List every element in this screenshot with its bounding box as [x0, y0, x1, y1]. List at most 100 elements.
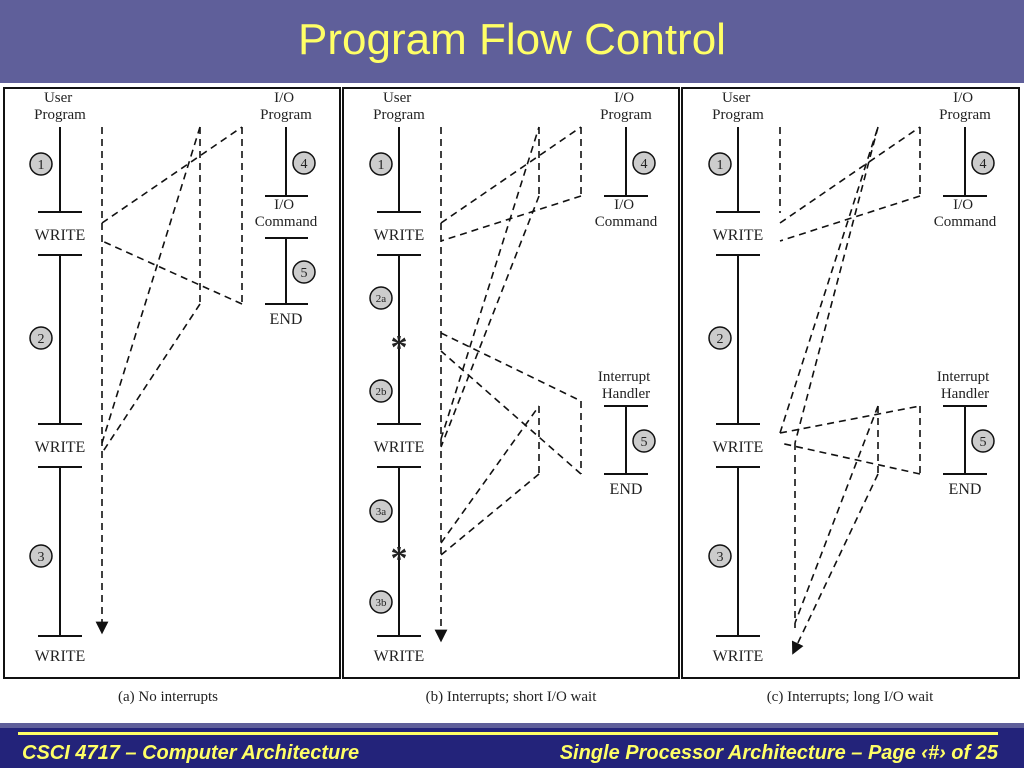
panel-b-handler-line1: Interrupt: [598, 369, 651, 385]
panel-b-io-label-line2: Program: [600, 107, 652, 123]
panel-a-step-3: 3: [38, 550, 45, 565]
panel-c-flow-8: [794, 126, 879, 444]
panel-c-io-program-label: I/O Program: [939, 90, 991, 123]
panel-b-flow-1: [440, 126, 582, 224]
panel-a-step-2: 2: [38, 332, 45, 347]
panel-c-flow-lines: [779, 126, 921, 655]
panel-a-frame: [3, 87, 341, 679]
panel-a-io-command-label: I/O Command: [255, 197, 318, 230]
panel-a: User Program WRITE WRITE WRITE 1 2 3 I/O…: [3, 87, 341, 705]
panel-c-step-3: 3: [717, 550, 724, 565]
panel-a-flow-lines: [95, 126, 243, 635]
panel-a-user-label-line1: User: [44, 90, 72, 106]
panel-b-io-command-label: I/O Command: [595, 197, 658, 230]
panel-b-cmd-line2: Command: [595, 214, 658, 230]
panel-b-flow-lines: [434, 126, 582, 643]
panel-b-flow-10: [440, 405, 540, 544]
panel-c-flow-11: [791, 473, 879, 655]
panel-c-step-4: 4: [980, 157, 987, 172]
panel-a-io-label-line2: Program: [260, 107, 312, 123]
panel-c-flow-10: [794, 405, 879, 624]
panel-b-flow-6: [440, 350, 582, 475]
panel-a-step-4: 4: [301, 157, 308, 172]
panel-b-io-label-line1: I/O: [614, 90, 634, 106]
panel-c-step-4-circle: [971, 151, 995, 175]
panel-c-flow-4: [779, 126, 879, 434]
panel-c-cmd-line2: Command: [934, 214, 997, 230]
panel-b-interrupt-star-2: *: [391, 540, 408, 577]
footer-bar: CSCI 4717 – Computer Architecture Single…: [0, 728, 1024, 768]
panel-c-write-3: WRITE: [713, 648, 764, 665]
panel-a-user-program-label: User Program: [34, 90, 86, 123]
panel-c-write-1: WRITE: [713, 227, 764, 244]
panel-a-flow-4: [101, 126, 201, 444]
panel-b-step-3b: 3b: [376, 597, 388, 609]
panel-a-io-label-line1: I/O: [274, 90, 294, 106]
panel-b-step-2a-circle: [369, 286, 393, 310]
panel-b-flow-9: [440, 195, 540, 448]
panel-b: User Program WRITE * WRITE * WRITE 1 2a …: [342, 87, 680, 705]
panel-c-io-label-line1: I/O: [953, 90, 973, 106]
panel-c-interrupt-handler-label: Interrupt Handler: [937, 369, 993, 402]
panel-c-flow-1: [779, 126, 921, 224]
panel-c-flow-7: [779, 442, 921, 475]
panel-b-step-2a: 2a: [376, 293, 387, 305]
panel-c-step-1: 1: [717, 158, 724, 173]
panel-c-user-program-label: User Program: [712, 90, 764, 123]
panel-b-step-4: 4: [641, 157, 648, 172]
panel-c-write-2: WRITE: [713, 439, 764, 456]
panel-b-step-1: 1: [378, 158, 385, 173]
panel-a-write-1: WRITE: [35, 227, 86, 244]
panel-a-step-4-circle: [292, 151, 316, 175]
panel-b-io-program-label: I/O Program: [600, 90, 652, 123]
panel-b-user-label-line1: User: [383, 90, 411, 106]
panel-b-interrupt-handler-label: Interrupt Handler: [598, 369, 654, 402]
panel-b-frame: [342, 87, 680, 679]
panel-a-cmd-line1: I/O: [274, 197, 294, 213]
panel-a-step-5: 5: [301, 266, 308, 281]
panel-b-step-2b-circle: [369, 379, 393, 403]
panel-a-step-2-circle: [29, 326, 53, 350]
panel-b-step-4-circle: [632, 151, 656, 175]
panel-a-end: END: [270, 311, 303, 328]
panel-c-frame: [681, 87, 1020, 679]
program-flow-figure: User Program WRITE WRITE WRITE 1 2 3 I/O…: [0, 83, 1024, 723]
panel-b-write-1: WRITE: [374, 227, 425, 244]
panel-a-step-1: 1: [38, 158, 45, 173]
panel-a-write-3: WRITE: [35, 648, 86, 665]
panel-a-user-label-line2: Program: [34, 107, 86, 123]
panel-b-write-2: WRITE: [374, 439, 425, 456]
panel-b-interrupt-star-1: *: [391, 329, 408, 366]
panel-a-flow-1: [101, 126, 243, 224]
panel-c-io-command-label: I/O Command: [934, 197, 997, 230]
panel-c-step-3-circle: [708, 544, 732, 568]
panel-b-cmd-line1: I/O: [614, 197, 634, 213]
panel-b-flow-12: [440, 473, 540, 556]
panel-a-cmd-line2: Command: [255, 214, 318, 230]
panel-c-step-2-circle: [708, 326, 732, 350]
panel-b-handler-line2: Handler: [602, 386, 650, 402]
panel-b-user-label-line2: Program: [373, 107, 425, 123]
panel-c-flow-3: [779, 195, 921, 242]
panel-a-step-3-circle: [29, 544, 53, 568]
panel-c-step-1-circle: [708, 152, 732, 176]
panel-b-end: END: [610, 481, 643, 498]
panel-b-step-5: 5: [641, 435, 648, 450]
slide-title: Program Flow Control: [298, 15, 726, 64]
panel-b-write-3: WRITE: [374, 648, 425, 665]
panel-b-flow-7: [440, 126, 540, 440]
panel-c-step-5-circle: [971, 429, 995, 453]
panel-a-step-1-circle: [29, 152, 53, 176]
panel-c-handler-line1: Interrupt: [937, 369, 990, 385]
panel-b-step-5-circle: [632, 429, 656, 453]
panel-a-flow-6: [101, 303, 201, 454]
footer-course: CSCI 4717 – Computer Architecture: [22, 742, 360, 764]
footer-page: Single Processor Architecture – Page ‹#›…: [559, 742, 998, 764]
flow-diagram: User Program WRITE WRITE WRITE 1 2 3 I/O…: [3, 87, 1020, 705]
panel-a-caption: (a) No interrupts: [118, 689, 218, 705]
panel-c-io-label-line2: Program: [939, 107, 991, 123]
panel-b-user-program-label: User Program: [373, 90, 425, 123]
panel-b-step-2b: 2b: [376, 386, 388, 398]
panel-c-cmd-line1: I/O: [953, 197, 973, 213]
panel-c-step-5: 5: [980, 435, 987, 450]
